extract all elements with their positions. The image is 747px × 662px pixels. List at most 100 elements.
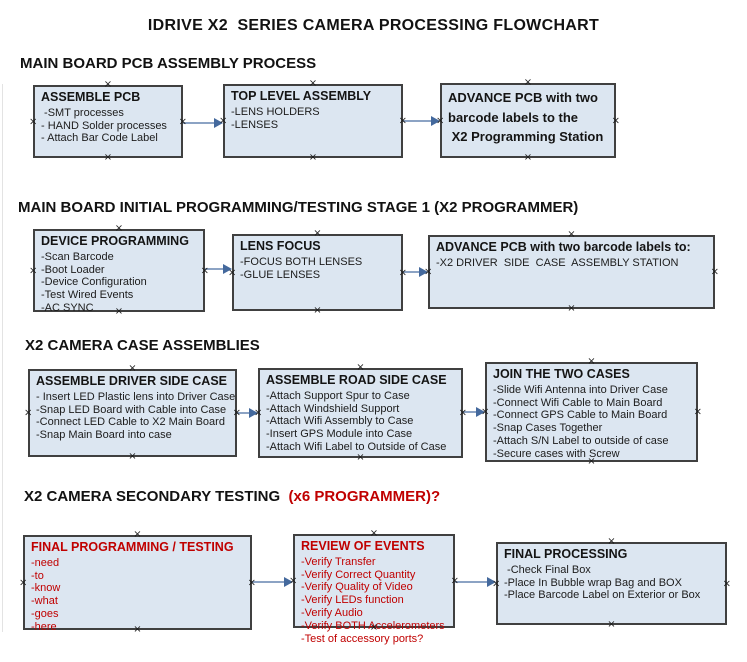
selection-handle-icon: × (313, 305, 322, 316)
box-item: -SMT processes (41, 106, 124, 119)
selection-handle-icon: × (356, 362, 365, 373)
box-item: -Device Configuration (41, 276, 147, 289)
box-item: -what (31, 595, 58, 608)
arrow-line (205, 268, 225, 270)
flow-arrow (403, 115, 440, 127)
arrow-line (403, 120, 433, 122)
box-item: -Verify Transfer (301, 555, 376, 568)
selection-handle-icon: × (308, 152, 318, 163)
flow-arrow (252, 576, 293, 588)
selection-handle-icon: × (133, 529, 142, 540)
section-heading-case-assemblies: X2 CAMERA CASE ASSEMBLIES (25, 337, 260, 354)
box-item: -Verify BOTH Accelerometers (301, 620, 445, 633)
arrow-head-icon (431, 116, 440, 126)
box-item: - HAND Solder processes (41, 119, 167, 132)
box-title: ASSEMBLE PCB (41, 90, 141, 104)
box-item: -Slide Wifi Antenna into Driver Case (493, 383, 668, 396)
box-item: -FOCUS BOTH LENSES (240, 255, 363, 268)
selection-handle-icon: × (523, 152, 533, 163)
arrow-line (183, 122, 216, 124)
section-heading-pcb-assembly: MAIN BOARD PCB ASSEMBLY PROCESS (20, 55, 316, 72)
box-items: -Attach Support Spur to Case-Attach Wind… (266, 390, 459, 455)
selection-handle-icon: × (128, 363, 137, 374)
arrow-head-icon (214, 118, 223, 128)
flow-box-lens-focus: LENS FOCUS -FOCUS BOTH LENSES-GLUE LENSE… (228, 229, 407, 316)
box-items: -Check Final Box-Place In Bubble wrap Ba… (504, 564, 723, 603)
box-item: -know (31, 582, 61, 595)
selection-handle-icon: × (693, 406, 702, 418)
selection-handle-icon: × (567, 229, 576, 240)
box-item: -Place Barcode Label on Exterior or Box (504, 589, 701, 602)
box-item: -Verify Correct Quantity (301, 568, 416, 581)
arrow-line (463, 411, 478, 413)
section-heading-text: X2 CAMERA SECONDARY TESTING (24, 488, 289, 505)
box-item: -Attach Wifi Label to Outside of Case (266, 441, 447, 454)
section-heading-accent: (x6 PROGRAMMER)? (288, 488, 441, 505)
box-item: -X2 DRIVER SIDE CASE ASSEMBLY STATION (436, 256, 679, 269)
flow-box-final-programming-testing: FINAL PROGRAMMING / TESTING -need-to-kno… (19, 530, 256, 635)
box-item: -Place In Bubble wrap Bag and BOX (504, 576, 682, 589)
box-items: -Verify Transfer-Verify Correct Quantity… (301, 556, 451, 646)
box-item: -Boot Loader (41, 263, 105, 276)
box-item: -LENSES (231, 118, 279, 131)
arrow-line (403, 271, 421, 273)
selection-handle-icon: × (128, 451, 137, 462)
box-item: - Insert LED Plastic lens into Driver Ca… (36, 390, 236, 403)
box-item: -Connect Wifi Cable to Main Board (493, 396, 663, 409)
box-items: - Insert LED Plastic lens into Driver Ca… (36, 390, 236, 443)
box-items: -X2 DRIVER SIDE CASE ASSEMBLY STATION (436, 257, 711, 270)
box-item: -Check Final Box (504, 563, 591, 576)
selection-handle-icon: × (103, 79, 113, 90)
box-title: FINAL PROGRAMMING / TESTING (31, 540, 234, 554)
box-item: -AC SYNC (41, 302, 94, 315)
arrow-line (237, 412, 251, 414)
box-items: -SMT processes- HAND Solder processes- A… (41, 107, 179, 146)
selection-handle-icon: × (29, 116, 38, 127)
box-item: -Attach S/N Label to outside of case (493, 435, 669, 448)
selection-handle-icon: × (369, 528, 379, 539)
box-title: FINAL PROCESSING (504, 547, 628, 561)
selection-handle-icon: × (710, 266, 719, 278)
flow-arrow (455, 576, 496, 588)
box-item: -Snap LED Board with Cable into Case (36, 403, 227, 416)
arrow-line (455, 581, 489, 583)
box-title: JOIN THE TWO CASES (493, 367, 630, 381)
box-item: -Insert GPS Module into Case (266, 428, 413, 441)
flow-box-assemble-pcb: ASSEMBLE PCB -SMT processes- HAND Solder… (29, 80, 187, 163)
box-title: ADVANCE PCB with two barcode labels to: (436, 240, 691, 254)
flow-box-final-processing: FINAL PROCESSING -Check Final Box-Place … (492, 537, 731, 630)
section-heading-text: MAIN BOARD INITIAL PROGRAMMING/TESTING S… (18, 199, 579, 216)
box-item: -Connect GPS Cable to Main Board (493, 409, 668, 422)
selection-handle-icon: × (313, 228, 322, 239)
box-title: ASSEMBLE DRIVER SIDE CASE (36, 374, 228, 388)
box-item: -Verify Audio (301, 607, 363, 620)
section-heading-text: X2 CAMERA CASE ASSEMBLIES (25, 337, 260, 354)
flow-box-advance-pcb-case-assembly-station: ADVANCE PCB with two barcode labels to: … (424, 230, 719, 314)
box-title: ASSEMBLE ROAD SIDE CASE (266, 373, 447, 387)
box-item: -Verify Quality of Video (301, 581, 413, 594)
selection-handle-icon: × (722, 578, 731, 589)
box-item: -LENS HOLDERS (231, 105, 320, 118)
box-item: -Attach Windshield Support (266, 402, 400, 415)
flow-box-assemble-road-side-case: ASSEMBLE ROAD SIDE CASE -Attach Support … (254, 363, 467, 463)
flow-arrow (403, 266, 428, 278)
box-items: -need-to-know-what-goes-here (31, 557, 248, 634)
section-heading-secondary-testing: X2 CAMERA SECONDARY TESTING (x6 PROGRAMM… (24, 488, 440, 505)
flow-box-device-programming: DEVICE PROGRAMMING -Scan Barcode-Boot Lo… (29, 224, 209, 317)
box-item: -here (31, 621, 57, 634)
arrow-head-icon (487, 577, 496, 587)
box-items: -FOCUS BOTH LENSES-GLUE LENSES (240, 256, 399, 282)
flow-arrow (463, 406, 485, 418)
box-title: REVIEW OF EVENTS (301, 539, 425, 553)
section-heading-text: MAIN BOARD PCB ASSEMBLY PROCESS (20, 55, 317, 72)
box-title: TOP LEVEL ASSEMBLY (231, 89, 372, 103)
box-item: -Attach Support Spur to Case (266, 389, 410, 402)
arrow-head-icon (419, 267, 428, 277)
selection-handle-icon: × (611, 115, 620, 126)
box-item: -Test Wired Events (41, 289, 134, 302)
box-item: -goes (31, 608, 59, 621)
selection-handle-icon: × (356, 452, 365, 463)
box-title: ADVANCE PCB with two barcode labels to t… (448, 90, 604, 144)
flow-box-join-the-two-cases: JOIN THE TWO CASES -Slide Wifi Antenna i… (481, 357, 702, 467)
